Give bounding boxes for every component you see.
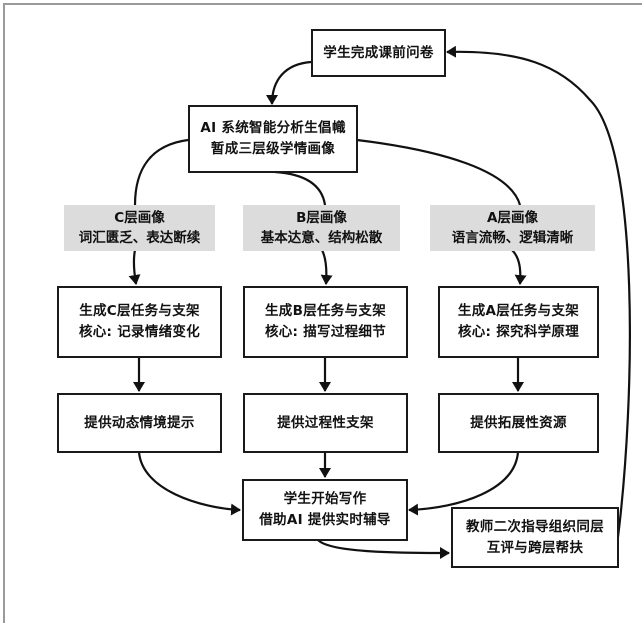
node-support-a: 提供拓展性资源 [438,393,599,453]
profile-label-b: B层画像 基本达意、结构松散 [243,205,400,251]
profile-title: A层画像 [487,210,538,226]
profile-title: B层画像 [296,210,347,226]
edge-ai-to-profile-c [133,138,189,206]
profile-title: C层画像 [114,210,165,226]
profile-desc: 词汇匮乏、表达断续 [78,230,201,246]
edge-writing-to-teacher [317,539,450,559]
node-text: 核心: 探究科学原理 [457,324,580,340]
node-task-c: 生成C层任务与支架 核心: 记录情绪变化 [57,286,222,358]
edge-teacher-to-questionnaire [446,45,631,538]
profile-label-a: A层画像 语言流畅、逻辑清晰 [430,205,595,251]
edge-profile-a-to-task-a [511,249,527,285]
node-text: 生成A层任务与支架 [457,303,580,319]
edge-profile-b-to-task-b [320,249,333,285]
node-text: 互评与跨层帮扶 [486,539,584,556]
node-questionnaire: 学生完成课前问卷 [311,29,446,77]
profile-label-c: C层画像 词汇匮乏、表达断续 [64,205,215,251]
node-ai-analysis: AI 系统智能分析生倡幟 暂成三层级学情画像 [188,105,358,173]
node-text: 教师二次指导组织同层 [466,518,604,535]
node-task-b: 生成B层任务与支架 核心: 描写过程细节 [243,286,408,358]
edge-ai-to-profile-b [274,170,327,206]
node-support-c: 提供动态情境提示 [57,393,222,453]
edge-ai-to-profile-a [356,138,522,206]
node-text: 生成C层任务与支架 [79,303,200,319]
figure-frame [3,3,642,623]
node-text: 核心: 记录情绪变化 [78,324,201,340]
node-text: 借助AI 提供实时辅导 [259,512,391,528]
node-text: 学生开始写作 [283,491,367,507]
node-text: 提供过程性支架 [277,414,374,431]
connector-layer [128,45,631,559]
node-task-a: 生成A层任务与支架 核心: 探究科学原理 [438,286,599,358]
edge-support-c-to-writing [137,451,241,516]
profile-desc: 基本达意、结构松散 [260,230,383,246]
node-support-b: 提供过程性支架 [243,393,408,453]
profile-desc: 语言流畅、逻辑清晰 [451,230,574,246]
edge-support-a-to-writing [408,451,520,516]
node-text: 暂成三层级学情画像 [210,141,336,157]
node-text: 提供动态情境提示 [84,414,195,431]
node-text: 学生完成课前问卷 [323,44,434,61]
node-writing: 学生开始写作 借助AI 提供实时辅导 [242,479,408,541]
edge-questionnaire-to-ai [266,60,312,105]
node-text: 生成B层任务与支架 [265,303,386,319]
node-text: 提供拓展性资源 [470,414,567,431]
node-text: AI 系统智能分析生倡幟 [200,120,346,136]
edge-profile-c-to-task-c [128,249,141,285]
node-text: 核心: 描写过程细节 [264,324,387,340]
node-teacher: 教师二次指导组织同层 互评与跨层帮扶 [451,507,619,568]
